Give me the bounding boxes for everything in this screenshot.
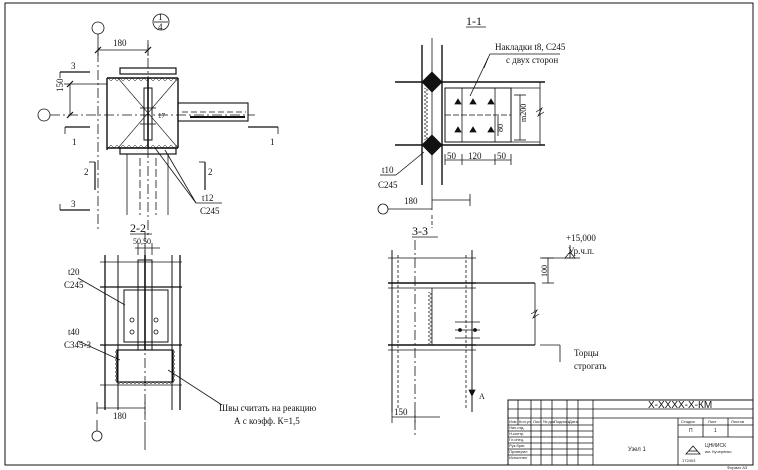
node-callout-number: 1 bbox=[158, 12, 163, 22]
cut-mark-1-left: 1 bbox=[72, 137, 77, 147]
note-plate-line2: с двух сторон bbox=[506, 55, 559, 65]
note-c245-t10: С245 bbox=[378, 180, 398, 190]
dim-50-50: 50,50 bbox=[133, 237, 151, 246]
drawing-code: Х-ХХХХ-Х-КМ bbox=[648, 400, 713, 411]
dim-150-plan: 150 bbox=[55, 78, 65, 93]
title-header-sign: Подпись bbox=[554, 419, 570, 424]
view-node-plan bbox=[37, 13, 279, 235]
note-ends-line1: Торцы bbox=[574, 348, 599, 358]
dim-180-section-2-2: 180 bbox=[113, 411, 127, 421]
note-weld-line2: А с коэфф. К=1,5 bbox=[234, 416, 300, 426]
title-sheet-header: Лист bbox=[708, 419, 717, 424]
cut-mark-2-right: 2 bbox=[208, 167, 213, 177]
title-block-frame bbox=[507, 399, 754, 466]
title-role-6: Исполнил bbox=[509, 455, 528, 460]
section-title-2-2: 2-2 bbox=[130, 221, 146, 235]
dim-50-left: 50 bbox=[447, 151, 456, 161]
level-value: +15,000 bbox=[566, 233, 596, 243]
title-header-doc: № док bbox=[543, 419, 555, 424]
title-org-line2: им. Кучеренко bbox=[705, 449, 732, 454]
title-sheet-value: 1 bbox=[714, 428, 717, 434]
note-weld-line1: Швы считать на реакцию bbox=[219, 403, 317, 413]
axis-bubble-left bbox=[37, 108, 51, 122]
title-header-date: Дата bbox=[569, 419, 578, 424]
note-plate-line1: Накладки t8, С245 bbox=[495, 42, 566, 52]
title-role-1: Нач.отд. bbox=[509, 425, 525, 430]
title-role-4: Рук.бриг. bbox=[509, 443, 526, 448]
dim-50-right: 50 bbox=[497, 151, 506, 161]
view-section-2-2 bbox=[77, 232, 223, 450]
dim-80: 80 bbox=[496, 124, 505, 132]
title-role-2: Н.контр. bbox=[509, 431, 525, 436]
node-callout-sheet: 4 bbox=[158, 22, 163, 32]
title-sheets-header: Листов bbox=[731, 419, 744, 424]
org-logo-icon bbox=[685, 445, 701, 455]
note-ends-line2: строгать bbox=[574, 361, 607, 371]
sheet-border bbox=[4, 2, 754, 466]
title-org-line1: ЦНИИСК bbox=[705, 443, 727, 449]
title-stage-header: Стадия bbox=[681, 419, 695, 424]
cut-mark-1-right: 1 bbox=[270, 137, 275, 147]
view-section-3-3 bbox=[388, 236, 580, 436]
cut-mark-3-bottom: 3 bbox=[71, 199, 76, 209]
title-bottom-code: 172403 bbox=[682, 458, 696, 463]
dim-180-plan: 180 bbox=[113, 38, 127, 48]
bolt-17-label: 17 bbox=[158, 112, 165, 120]
note-t20: t20 bbox=[68, 267, 80, 277]
title-header-list: Лист bbox=[533, 419, 542, 424]
dim-120: 120 bbox=[468, 151, 482, 161]
axis-bubble-section-1-1 bbox=[377, 203, 389, 215]
level-label: Ур.ч.п. bbox=[568, 246, 595, 256]
dim-100: 100 bbox=[540, 265, 549, 277]
axis-bubble-top bbox=[91, 21, 105, 35]
node-callout-circle bbox=[152, 13, 170, 31]
note-c245-t20: С245 bbox=[64, 280, 84, 290]
note-c245-t12: С245 bbox=[200, 206, 220, 216]
reaction-a-label: А bbox=[479, 392, 485, 401]
section-title-1-1: 1-1 bbox=[466, 14, 482, 28]
note-t10: t10 bbox=[382, 165, 394, 175]
title-role-3: Гл.спец. bbox=[509, 437, 525, 442]
section-title-3-3: 3-3 bbox=[412, 224, 428, 238]
note-c345: С345-3 bbox=[64, 340, 91, 350]
dim-m200: m200 bbox=[519, 103, 528, 122]
dim-150-section-3-3: 150 bbox=[394, 407, 408, 417]
title-header-izm: Изм bbox=[509, 419, 517, 424]
note-t12: t12 bbox=[202, 193, 214, 203]
cut-mark-2-left: 2 bbox=[84, 167, 89, 177]
title-stage-value: П bbox=[689, 428, 693, 434]
axis-bubble-section-2-2 bbox=[91, 430, 103, 442]
title-role-5: Проверил bbox=[509, 449, 528, 454]
title-sheet-name: Узел 1 bbox=[628, 447, 646, 453]
title-format: Формат А3 bbox=[727, 465, 748, 470]
dim-180-section-1-1: 180 bbox=[404, 196, 418, 206]
cut-mark-3-top: 3 bbox=[71, 61, 76, 71]
note-t40: t40 bbox=[68, 327, 80, 337]
view-section-1-1 bbox=[377, 26, 560, 228]
title-header-kol: Кол.уч bbox=[519, 419, 531, 424]
